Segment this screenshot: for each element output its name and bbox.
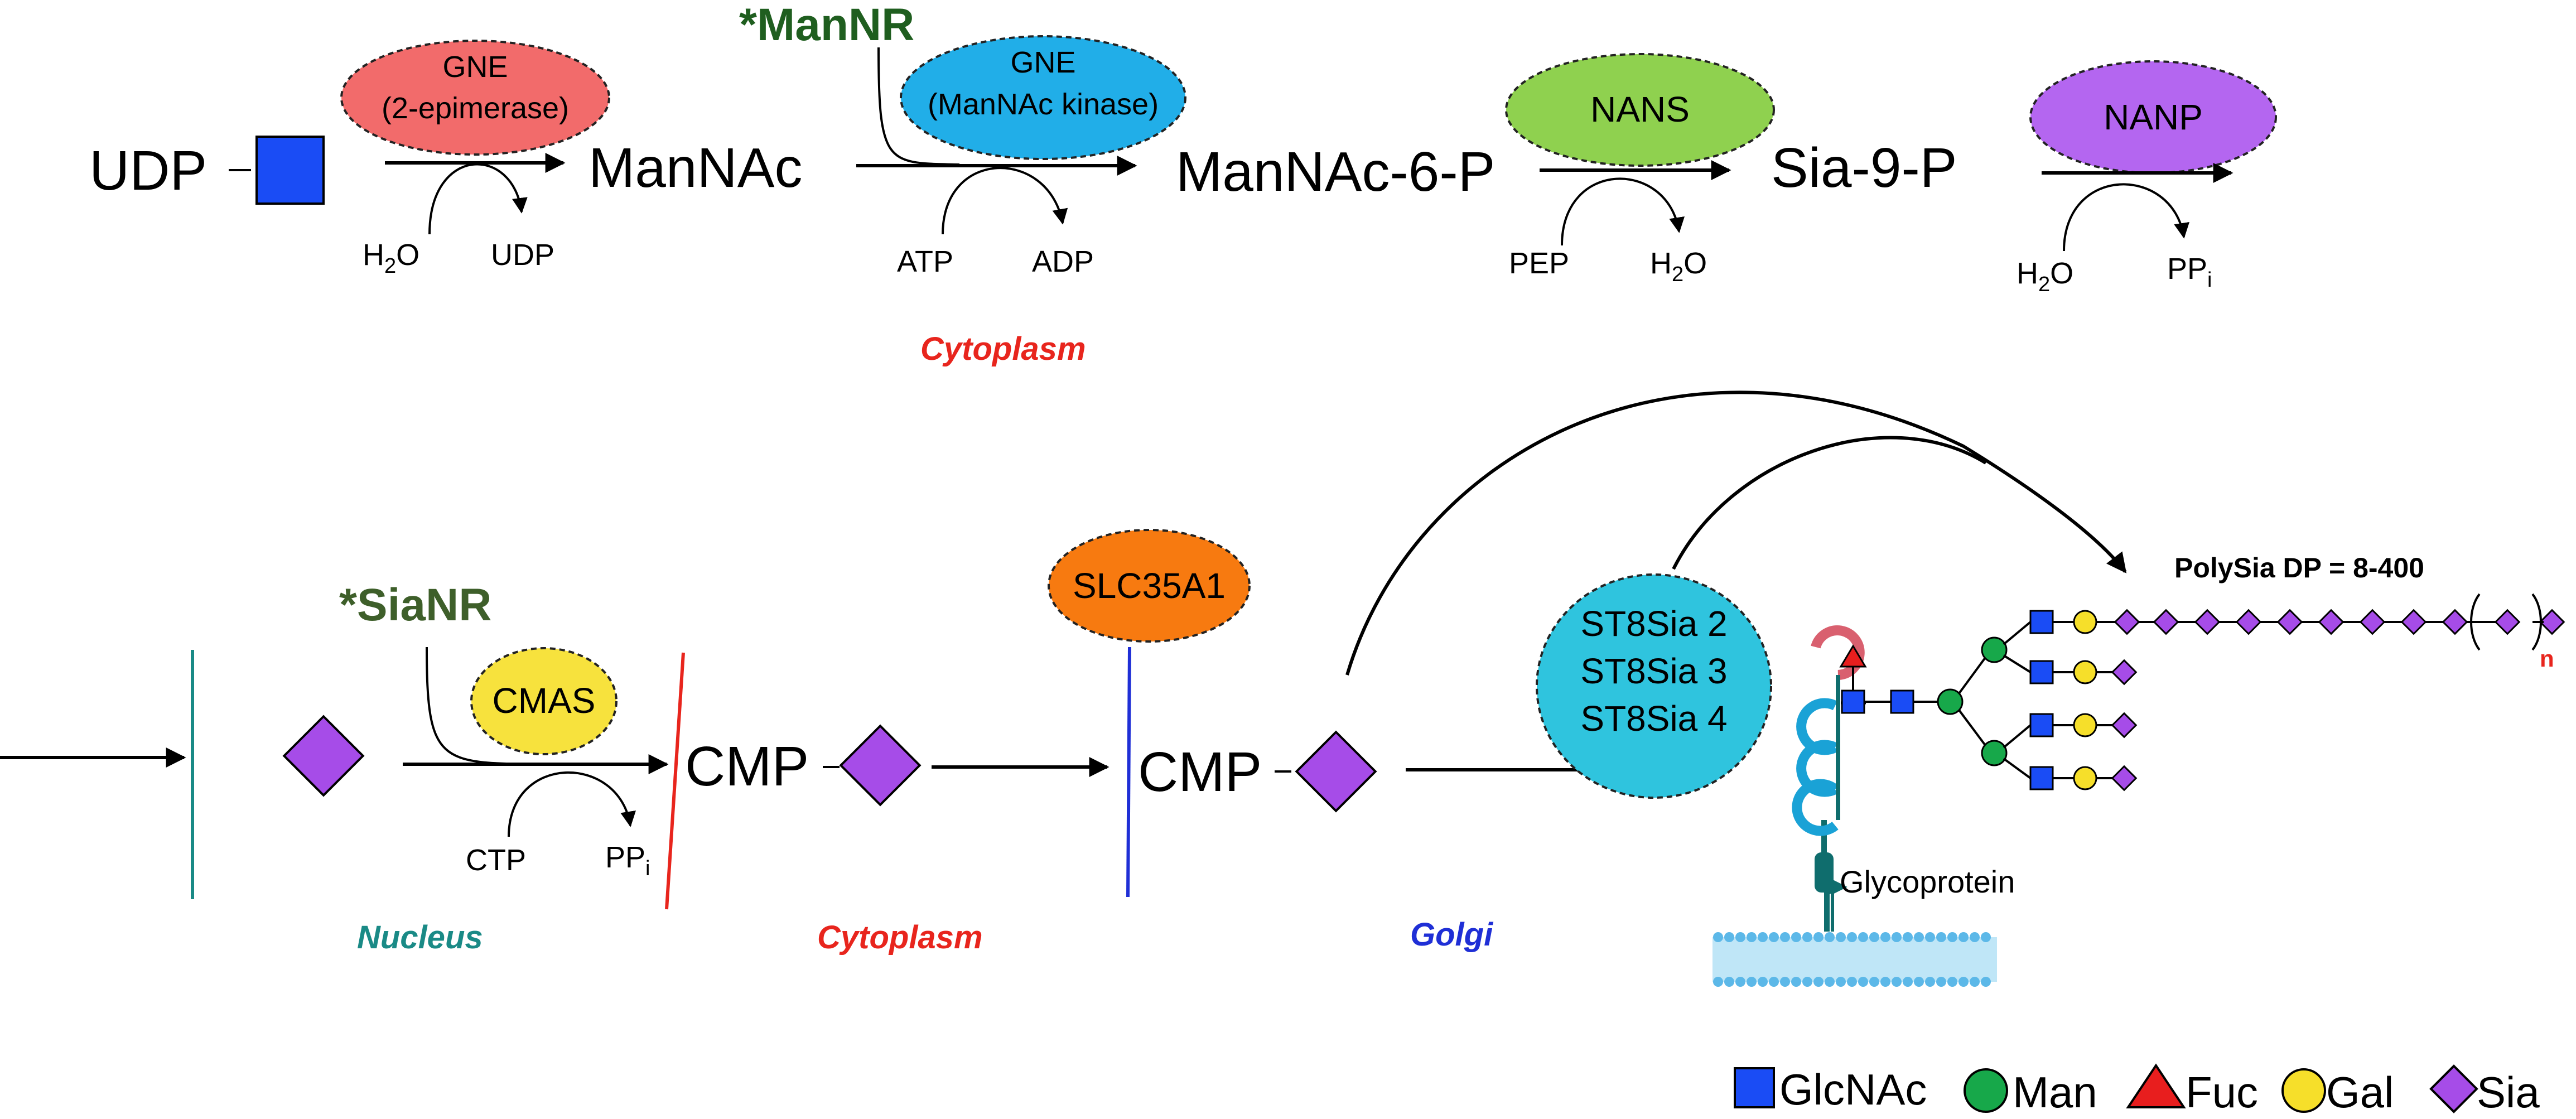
mannac-label: ManNAc bbox=[588, 137, 802, 199]
legend-sia-icon bbox=[2429, 1064, 2478, 1113]
slc-label: SLC35A1 bbox=[1073, 566, 1226, 606]
legend-man-label: Man bbox=[2013, 1068, 2097, 1117]
sia-diamond-icon-cmp1 bbox=[839, 724, 922, 807]
h2o-label-3: H2O bbox=[2017, 257, 2073, 296]
legend-fuc-label: Fuc bbox=[2186, 1068, 2258, 1117]
adp-label: ADP bbox=[1032, 245, 1094, 278]
gne-epimerase-enzyme bbox=[340, 40, 610, 156]
gne2-label-line1: GNE bbox=[1010, 46, 1075, 79]
mannr-label: *ManNR bbox=[739, 0, 914, 50]
ctp-label: CTP bbox=[466, 843, 526, 877]
st8sia3-label: ST8Sia 3 bbox=[1580, 651, 1727, 691]
sia9p-label: Sia-9-P bbox=[1771, 137, 1957, 199]
lipid-bilayer bbox=[1712, 932, 1997, 987]
sia-diamond-icon bbox=[282, 715, 365, 797]
cmas-enzyme bbox=[470, 647, 618, 755]
ppi-label-top: PPi bbox=[2167, 252, 2212, 292]
cytoplasm-label-bottom: Cytoplasm bbox=[817, 919, 983, 956]
legend: GlcNAc Man Fuc Gal Sia bbox=[1734, 1063, 2540, 1117]
nans-label: NANS bbox=[1590, 89, 1690, 129]
slc35a1-transporter bbox=[1048, 529, 1251, 643]
st8sia4-label: ST8Sia 4 bbox=[1580, 698, 1727, 739]
polysia-curve-arrow-inner bbox=[1672, 436, 1987, 570]
cmas-label: CMAS bbox=[493, 681, 596, 721]
h2o-label-1: H2O bbox=[363, 238, 419, 278]
ctp-ppi-cofactor-arrow bbox=[508, 771, 636, 837]
gne1-label-line2: (2-epimerase) bbox=[382, 91, 569, 125]
mannac6p-label: ManNAc-6-P bbox=[1176, 141, 1495, 203]
udp-out-label: UDP bbox=[491, 238, 554, 272]
polysia-curve-arrow-outer bbox=[1345, 390, 2127, 676]
ppi-label-bottom: PPi bbox=[605, 841, 650, 880]
sia-diamond-icon-cmp2 bbox=[1295, 730, 1377, 813]
atp-label: ATP bbox=[897, 245, 953, 278]
mannr-entry-line bbox=[877, 47, 960, 166]
glycoprotein-label: Glycoprotein bbox=[1840, 864, 2015, 899]
st8sia2-label: ST8Sia 2 bbox=[1580, 604, 1727, 644]
n-subscript: n bbox=[2540, 645, 2554, 672]
cytoplasm-label-top: Cytoplasm bbox=[920, 331, 1086, 367]
h2o-ppi-cofactor-arrow bbox=[2063, 183, 2189, 252]
legend-gal-icon bbox=[2281, 1068, 2326, 1113]
legend-fuc-icon bbox=[2126, 1063, 2186, 1108]
glcnac-square-icon bbox=[255, 136, 325, 205]
golgi-membrane-line bbox=[1126, 647, 1131, 898]
glycoprotein-figure bbox=[1712, 593, 2565, 987]
atp-adp-cofactor-arrow bbox=[942, 167, 1068, 235]
legend-man-icon bbox=[1964, 1068, 2008, 1113]
legend-sia-label: Sia bbox=[2477, 1068, 2540, 1117]
gne1-label-line1: GNE bbox=[442, 50, 508, 84]
pep-h2o-cofactor-arrow bbox=[1561, 177, 1685, 246]
sianr-label: *SiaNR bbox=[339, 580, 491, 630]
legend-glcnac-label: GlcNAc bbox=[1779, 1065, 1927, 1114]
udp-label: UDP bbox=[89, 139, 207, 202]
pep-label: PEP bbox=[1509, 247, 1569, 280]
nans-enzyme bbox=[1505, 53, 1775, 167]
gne-kinase-enzyme bbox=[900, 35, 1186, 160]
cmp-label-1: CMP bbox=[685, 735, 809, 798]
st8sia-enzymes bbox=[1536, 573, 1772, 799]
h2o-udp-cofactor-arrow bbox=[428, 163, 528, 235]
cytoplasm-membrane-line bbox=[665, 652, 685, 910]
nucleus-label: Nucleus bbox=[357, 919, 483, 956]
legend-glcnac-icon bbox=[1734, 1067, 1775, 1108]
h2o-label-2: H2O bbox=[1650, 247, 1707, 286]
cmp-label-2: CMP bbox=[1138, 741, 1262, 803]
legend-gal-label: Gal bbox=[2326, 1068, 2394, 1117]
polysia-dp-label: PolySia DP = 8-400 bbox=[2174, 552, 2424, 583]
golgi-label: Golgi bbox=[1410, 917, 1494, 953]
nanp-label: NANP bbox=[2104, 97, 2203, 137]
gne2-label-line2: (ManNAc kinase) bbox=[928, 88, 1159, 121]
